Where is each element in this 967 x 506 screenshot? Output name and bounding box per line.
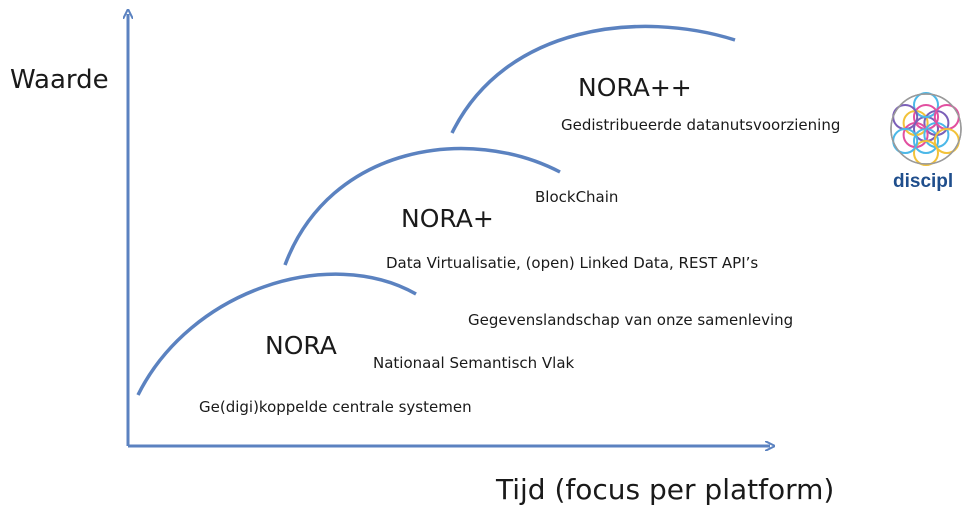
- era-title-nora-plus: NORA+: [401, 204, 494, 233]
- era-title-nora: NORA: [265, 331, 337, 360]
- label-distributed-data-utility: Gedistribueerde datanutsvoorziening: [561, 116, 841, 134]
- label-coupled-systems: Ge(digi)koppelde centrale systemen: [199, 398, 472, 416]
- label-data-landscape: Gegevenslandschap van onze samenleving: [468, 311, 794, 329]
- discipl-logo: discipl: [887, 92, 965, 202]
- discipl-logo-text: discipl: [893, 171, 954, 192]
- label-data-virtualisation: Data Virtualisatie, (open) Linked Data, …: [386, 254, 759, 272]
- curve-nora-plus: [283, 146, 561, 266]
- x-axis-label: Tijd (focus per platform): [496, 473, 835, 506]
- era-title-nora-plus-plus: NORA++: [578, 73, 692, 102]
- label-semantic-layer: Nationaal Semantisch Vlak: [373, 354, 575, 372]
- y-axis-label: Waarde: [10, 65, 109, 95]
- label-blockchain: BlockChain: [535, 188, 619, 206]
- flower-of-life-icon: [890, 92, 962, 166]
- curve-nora: [136, 272, 417, 396]
- curve-nora-plus-plus: [450, 24, 736, 134]
